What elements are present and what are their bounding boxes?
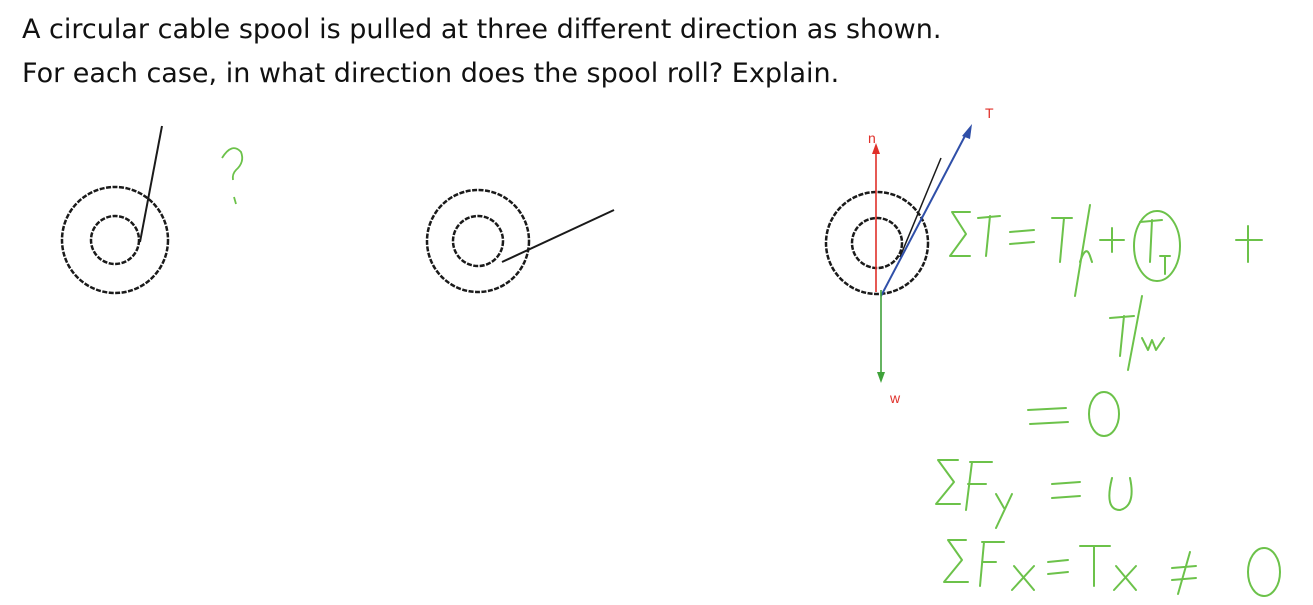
x-subscript (1011, 565, 1035, 591)
normal-force-label: n (868, 130, 876, 146)
normal-force-arrowhead (872, 143, 880, 154)
tension-label: T (985, 105, 994, 121)
zero-2 (1108, 477, 1133, 511)
x-symbol (1113, 565, 1137, 591)
circle-around-tau-t (1133, 210, 1181, 282)
spool-1-cable (139, 125, 163, 243)
tension-arrow (880, 133, 967, 297)
strike-tau-w (1127, 295, 1143, 371)
spool-1-inner-hub (89, 214, 141, 266)
spool-2-outer-rim (425, 188, 531, 294)
spool-3-outer-rim (824, 190, 930, 296)
spool-case-1 (60, 125, 170, 295)
equals-sign (1009, 229, 1035, 245)
tau-t (1139, 219, 1171, 275)
force-x-sum-line (943, 539, 1281, 597)
spool-1-outer-rim (60, 185, 170, 295)
torque-sum-line (949, 204, 1263, 297)
spool-case-3: n T w (824, 105, 994, 406)
handwritten-equations (935, 204, 1281, 597)
plus-2 (1235, 225, 1263, 263)
spool-3-inner-hub (850, 216, 904, 270)
force-y-sum-line (935, 459, 1133, 529)
equals-sign-3 (1051, 481, 1081, 499)
zero-3 (1247, 547, 1281, 597)
weight-arrowhead (877, 372, 885, 383)
spool-2-cable (501, 209, 615, 263)
question-line-1: A circular cable spool is pulled at thre… (22, 14, 942, 45)
question-text: A circular cable spool is pulled at thre… (22, 8, 941, 96)
weight-label: w (889, 390, 901, 406)
F-symbol-2 (979, 541, 1005, 587)
not-equal-sign (1171, 551, 1197, 595)
y-subscript (995, 493, 1013, 529)
equals-zero-line (1027, 391, 1120, 437)
equals-sign-2 (1027, 407, 1069, 425)
tension-arrowhead (962, 124, 972, 139)
case-1-question-mark (221, 147, 244, 205)
sigma-symbol-3 (943, 539, 969, 583)
tau-symbol (977, 215, 1001, 257)
spool-case-2 (425, 188, 615, 294)
zero (1088, 391, 1120, 437)
sigma-symbol (949, 211, 971, 257)
strike-tau-n (1074, 204, 1091, 297)
sigma-symbol-2 (935, 459, 961, 505)
F-symbol (965, 461, 993, 511)
plus-1 (1099, 227, 1125, 253)
tau-w (1109, 315, 1165, 357)
equals-sign-4 (1047, 559, 1069, 575)
spool-3-cable (899, 157, 942, 258)
spool-2-inner-hub (451, 214, 505, 268)
question-line-2: For each case, in what direction does th… (22, 58, 840, 89)
T-symbol (1079, 545, 1111, 587)
torque-weight-line (1109, 295, 1165, 371)
